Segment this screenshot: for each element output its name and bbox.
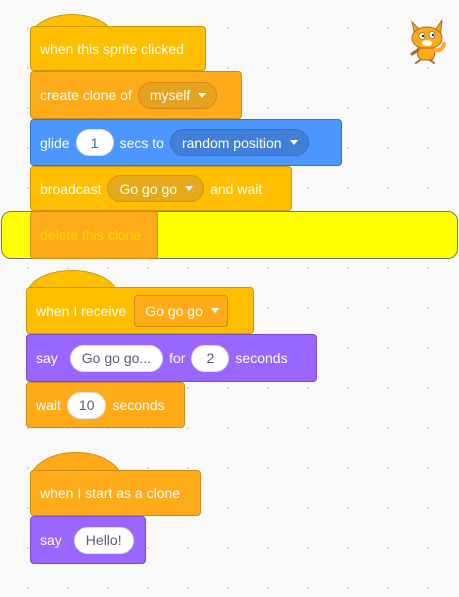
block-label: wait [36, 397, 61, 413]
block-label: secs to [119, 134, 164, 151]
delete-this-clone-block[interactable]: delete this clone [30, 211, 158, 259]
receive-message-dropdown[interactable]: Go go go [134, 294, 228, 327]
dropdown-value: random position [181, 134, 282, 151]
wait-seconds-block[interactable]: wait 10 seconds [26, 382, 185, 428]
block-label: seconds [112, 397, 165, 413]
broadcast-and-wait-block[interactable]: broadcast Go go go and wait [30, 166, 292, 211]
when-i-receive-block[interactable]: when I receive Go go go [26, 287, 254, 334]
dropdown-value: myself [149, 87, 191, 103]
block-label: create clone of [40, 87, 132, 103]
block-label: for [169, 350, 186, 366]
block-label: glide [40, 134, 70, 151]
block-label: when I start as a clone [40, 485, 181, 501]
broadcast-message-dropdown[interactable]: Go go go [107, 175, 205, 202]
chevron-down-icon [198, 92, 207, 98]
block-label: delete this clone [40, 227, 142, 243]
dropdown-value: Go go go [145, 302, 203, 319]
chevron-down-icon [185, 186, 194, 191]
wait-secs-input[interactable]: 10 [66, 391, 107, 419]
say-secs-input[interactable]: 2 [191, 344, 230, 372]
say-for-seconds-block[interactable]: say Go go go... for 2 seconds [26, 334, 317, 382]
when-i-start-as-clone-block[interactable]: when I start as a clone [30, 470, 201, 516]
say-text-input[interactable]: Hello! [73, 526, 134, 554]
say-text-input[interactable]: Go go go... [69, 344, 164, 372]
scratch-cat-icon [404, 14, 448, 64]
chevron-down-icon [289, 140, 298, 145]
glide-target-dropdown[interactable]: random position [169, 129, 309, 156]
block-label: when I receive [36, 302, 127, 319]
clone-target-dropdown[interactable]: myself [137, 81, 218, 109]
dropdown-value: Go go go [119, 180, 178, 197]
block-label: say [36, 350, 58, 366]
block-label: seconds [235, 350, 288, 366]
when-sprite-clicked-block[interactable]: when this sprite clicked [30, 26, 206, 71]
chevron-down-icon [210, 308, 219, 313]
block-label: and wait [210, 180, 263, 197]
create-clone-block[interactable]: create clone of myself [30, 71, 242, 119]
block-label: when this sprite clicked [40, 40, 184, 57]
say-block[interactable]: say Hello! [30, 516, 146, 564]
glide-block[interactable]: glide 1 secs to random position [30, 119, 342, 166]
block-label: say [40, 532, 62, 548]
glide-secs-input[interactable]: 1 [75, 129, 114, 156]
block-label: broadcast [40, 180, 102, 197]
